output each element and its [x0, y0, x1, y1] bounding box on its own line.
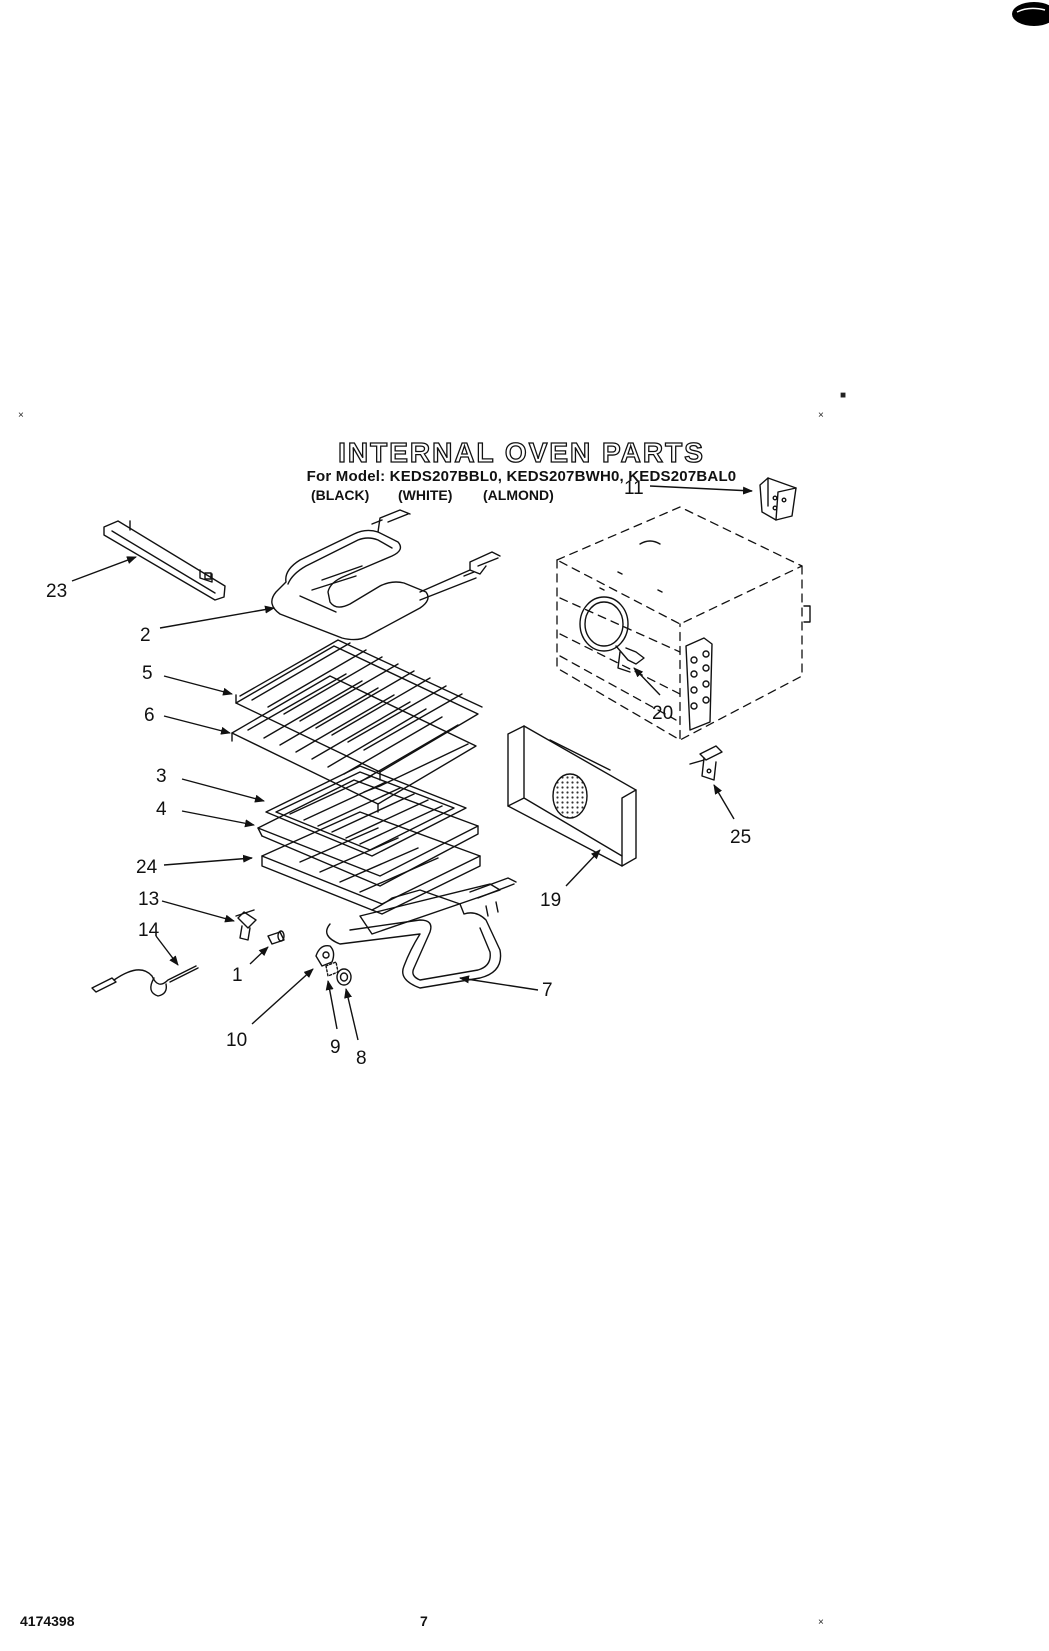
registration-tick: × [818, 410, 824, 421]
leader-23 [71, 556, 137, 582]
color-almond: (ALMOND) [483, 487, 554, 503]
leader-20 [633, 667, 661, 696]
callout-13: 13 [138, 889, 159, 910]
oven-cavity-details [599, 540, 811, 731]
part-13-bracket [235, 909, 257, 941]
part-3-broiler-pan-insert [265, 765, 467, 857]
document-number: 4174398 [20, 1613, 75, 1629]
leader-11 [649, 485, 753, 495]
part-5-oven-rack [235, 639, 483, 781]
callout-3: 3 [156, 766, 167, 787]
part-11-mounting-bracket [759, 477, 797, 521]
part-10-socket [315, 945, 335, 967]
callout-14: 14 [138, 920, 160, 941]
callout-4: 4 [156, 799, 167, 820]
leader-19 [565, 849, 601, 887]
part-19-rear-panel [507, 725, 637, 867]
part-14-sensor-probe [91, 965, 199, 997]
callout-1: 1 [232, 965, 243, 986]
callout-6: 6 [144, 705, 155, 726]
part-24-bottom-panel [261, 811, 481, 915]
part-2-broil-element [271, 509, 501, 641]
leader-25 [713, 784, 735, 820]
callout-5: 5 [142, 663, 153, 684]
leader-10 [251, 968, 314, 1025]
leader-14 [155, 935, 179, 966]
part-1-cylinder [267, 930, 285, 945]
leader-9 [325, 980, 338, 1030]
part-23-rail [103, 520, 226, 601]
leader-13 [161, 900, 235, 923]
callout-7: 7 [542, 980, 553, 1001]
callout-9: 9 [330, 1037, 341, 1058]
part-4-broiler-pan [257, 779, 479, 887]
registration-tick: × [818, 1617, 824, 1628]
leader-4 [181, 810, 255, 828]
oven-cavity [556, 506, 803, 741]
leader-5 [163, 675, 233, 696]
part-7-bake-element [326, 877, 517, 989]
callout-2: 2 [140, 625, 151, 646]
callout-8: 8 [356, 1048, 367, 1069]
callout-10: 10 [226, 1030, 247, 1051]
part-20-convection-element [579, 596, 645, 673]
part-6-oven-rack [231, 673, 477, 813]
callout-20: 20 [652, 703, 673, 724]
color-black: (BLACK) [311, 487, 370, 503]
leader-24 [163, 854, 253, 866]
callout-19: 19 [540, 890, 561, 911]
callout-25: 25 [730, 827, 751, 848]
registration-tick: ■ [840, 390, 847, 401]
part-8-lens [336, 968, 352, 986]
leader-7 [459, 975, 539, 991]
callout-24: 24 [136, 857, 158, 878]
callout-23: 23 [46, 581, 67, 602]
page-number: 7 [420, 1613, 428, 1629]
corner-registration-mark [1012, 2, 1049, 26]
callout-11: 11 [624, 478, 644, 499]
leader-2 [159, 605, 275, 629]
page-title: INTERNAL OVEN PARTS [337, 436, 705, 468]
leader-3 [181, 778, 265, 803]
leader-8 [344, 988, 359, 1041]
color-white: (WHITE) [398, 487, 453, 503]
part-25-terminal [689, 745, 723, 781]
leader-1 [249, 946, 269, 965]
model-list: For Model: KEDS207BBL0, KEDS207BWH0, KED… [306, 468, 737, 485]
leader-6 [163, 715, 231, 735]
registration-tick: × [18, 410, 24, 421]
